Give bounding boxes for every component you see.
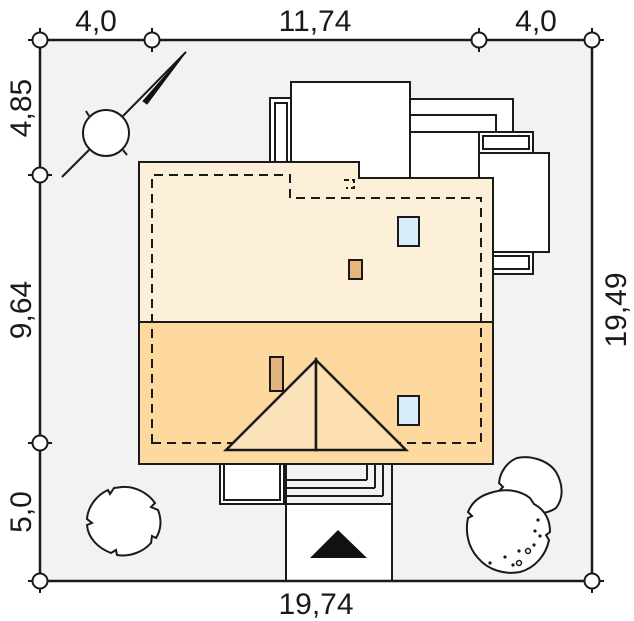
- tree-left-icon: [85, 485, 162, 557]
- dim-right: 19,49: [600, 272, 633, 347]
- dim-left-top: 4,85: [5, 79, 38, 137]
- dim-top-left: 4,0: [75, 5, 117, 38]
- wall-outline-dashed: [151, 174, 482, 444]
- dimension-nodes: [28, 28, 604, 593]
- chimney-lower: [269, 356, 284, 392]
- dim-top-middle: 11,74: [279, 5, 352, 38]
- roof-upper: [138, 161, 494, 323]
- small-dashed-mark: [344, 179, 355, 189]
- dim-left-bottom: 5,0: [5, 491, 38, 533]
- tree-right-large-icon: [465, 489, 552, 574]
- roof-window-upper: [397, 216, 420, 247]
- dim-bottom: 19,74: [278, 588, 353, 621]
- gable-right: [314, 356, 410, 452]
- chimney-upper: [348, 259, 363, 280]
- front-porch: [219, 463, 393, 505]
- dimension-lines: [38, 38, 594, 583]
- north-arrow-icon: [61, 51, 187, 178]
- roof-window-lower: [397, 395, 420, 426]
- dim-top-right: 4,0: [515, 5, 557, 38]
- dim-left-middle: 9,64: [5, 281, 38, 339]
- tree-dots: [488, 518, 542, 567]
- entrance-triangle-icon: [310, 530, 367, 558]
